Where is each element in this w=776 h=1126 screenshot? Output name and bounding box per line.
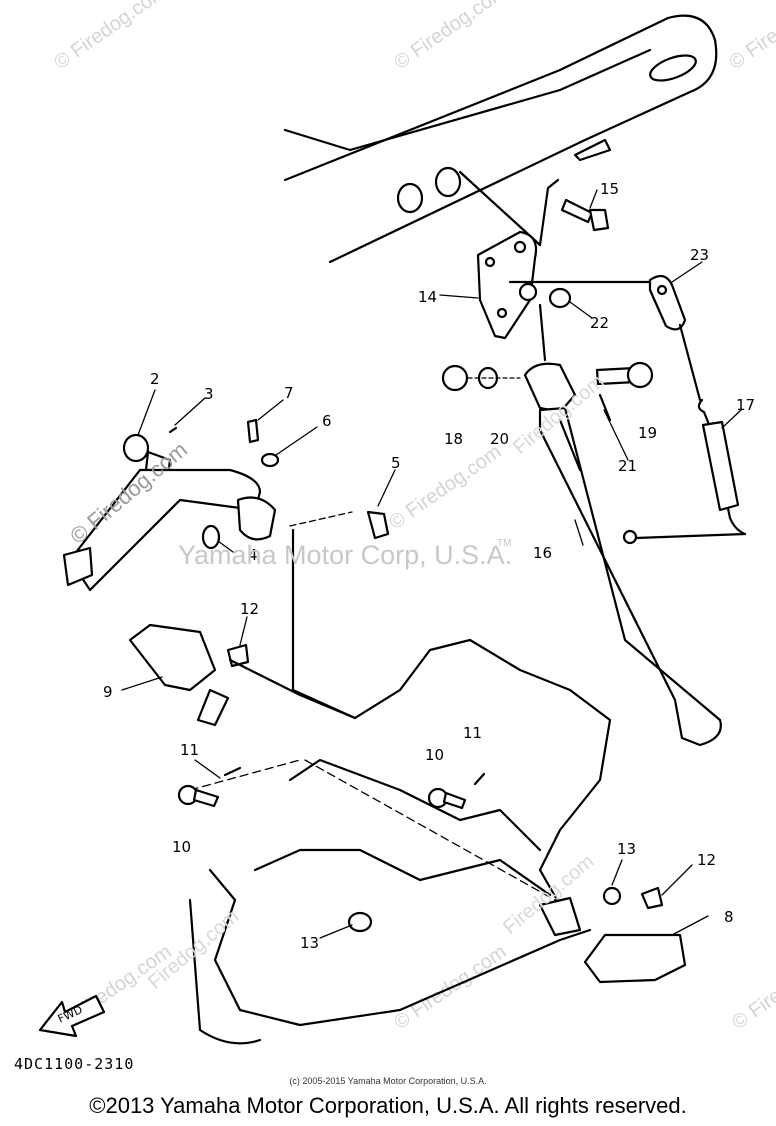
- watermark-7: © Firedog.com: [728, 941, 776, 1034]
- callout-2: 2: [150, 370, 160, 388]
- callout-22: 22: [590, 314, 609, 332]
- brake-pedal: [62, 418, 390, 720]
- watermark-firedog-low2: Firedog.com: [499, 851, 598, 939]
- frame: [188, 638, 612, 1045]
- callout-23: 23: [690, 246, 709, 264]
- watermark-4: © Firedog.com: [385, 441, 505, 534]
- copyright-footer: ©2013 Yamaha Motor Corporation, U.S.A. A…: [89, 1093, 687, 1118]
- bracket-14: [476, 230, 538, 340]
- fwd-arrow: FWD: [38, 994, 106, 1038]
- callout-6: 6: [322, 412, 332, 430]
- collar-22: [508, 280, 657, 362]
- callout-20: 20: [490, 430, 509, 448]
- callout-17: 17: [736, 396, 755, 414]
- trademark-mark: TM: [497, 538, 512, 549]
- callout-labels: 2 3 7 6 5 4 12 9 11 10 11 10 13 13 12 8 …: [103, 180, 755, 952]
- leader-lines: [121, 189, 742, 939]
- footrest-8: [538, 886, 687, 984]
- diagram-reference-code: 4DC1100-2310: [14, 1055, 135, 1073]
- callout-9: 9: [103, 683, 113, 701]
- callout-10b: 10: [425, 746, 444, 764]
- callout-18: 18: [444, 430, 463, 448]
- callout-5: 5: [391, 454, 401, 472]
- callout-15: 15: [600, 180, 619, 198]
- callout-8: 8: [724, 908, 734, 926]
- sidestand-16: [523, 362, 722, 747]
- fine-print-copyright: (c) 2005-2015 Yamaha Motor Corporation, …: [289, 1076, 487, 1086]
- callout-19: 19: [638, 424, 657, 442]
- callout-11b: 11: [463, 724, 482, 742]
- hardware-18-21: [441, 361, 654, 422]
- spring-17: [634, 323, 747, 540]
- callout-21: 21: [618, 457, 637, 475]
- center-watermark: Yamaha Motor Corp, U.S.A.: [178, 540, 513, 570]
- watermark-2: © Firedog.com: [390, 0, 510, 74]
- pins-10-11: [177, 766, 486, 810]
- callout-14: 14: [418, 288, 437, 306]
- callout-16: 16: [533, 544, 552, 562]
- callout-4: 4: [248, 546, 258, 564]
- callout-13a: 13: [300, 934, 319, 952]
- callout-11a: 11: [180, 741, 199, 759]
- callout-13b: 13: [617, 840, 636, 858]
- swingarm: [283, 14, 718, 264]
- callout-12b: 12: [697, 851, 716, 869]
- footrest-9: [128, 623, 250, 727]
- callout-3: 3: [204, 385, 214, 403]
- watermark-3: © Firedog.com: [725, 0, 776, 74]
- bolt-15: [560, 198, 610, 232]
- callout-7: 7: [284, 384, 294, 402]
- callout-10a: 10: [172, 838, 191, 856]
- callout-12a: 12: [240, 600, 259, 618]
- plate-23: [648, 274, 687, 331]
- watermark-1: © Firedog.com: [50, 0, 170, 74]
